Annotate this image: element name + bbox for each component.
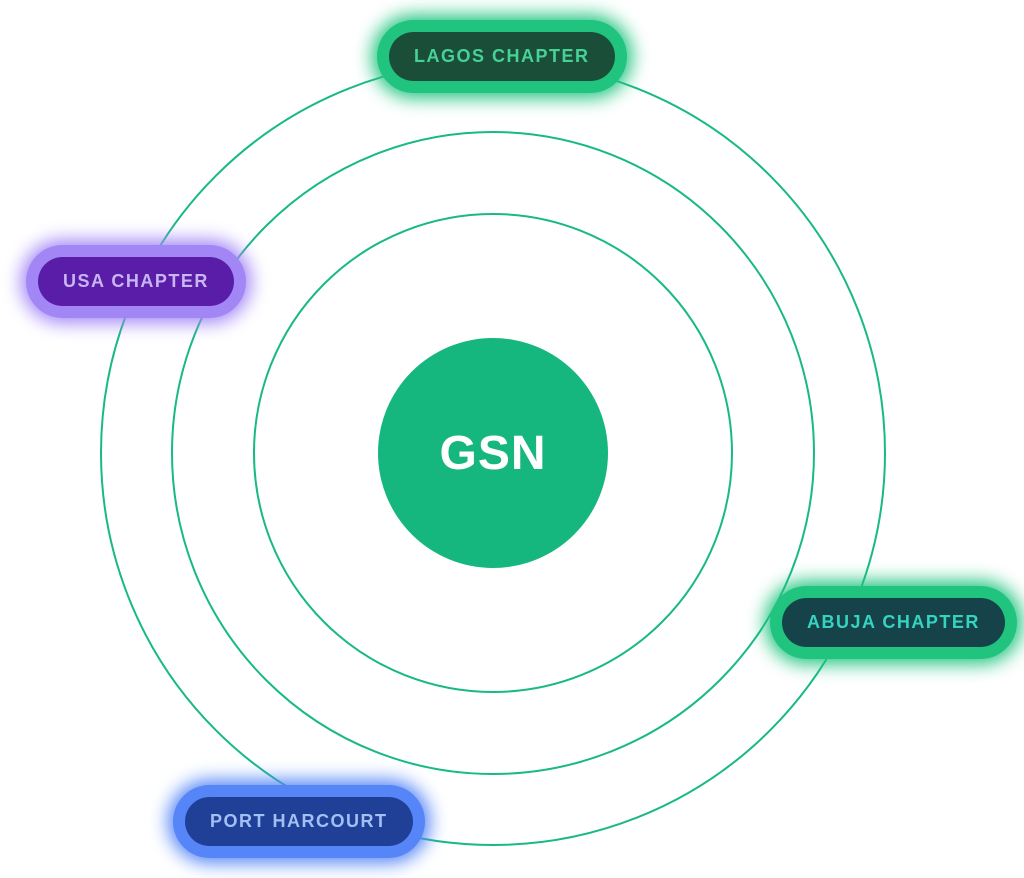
orbit-ring-inner bbox=[253, 213, 733, 693]
node-pill-body: USA CHAPTER bbox=[38, 257, 234, 306]
node-pill-body: LAGOS CHAPTER bbox=[389, 32, 615, 81]
node-usa-chapter[interactable]: USA CHAPTER bbox=[26, 245, 246, 318]
node-label: PORT HARCOURT bbox=[210, 811, 388, 831]
node-label: LAGOS CHAPTER bbox=[414, 46, 590, 66]
node-pill-body: ABUJA CHAPTER bbox=[782, 598, 1005, 647]
node-port-harcourt[interactable]: PORT HARCOURT bbox=[173, 785, 425, 858]
node-label: USA CHAPTER bbox=[63, 271, 209, 291]
node-pill-body: PORT HARCOURT bbox=[185, 797, 413, 846]
center-node-label: GSN bbox=[439, 426, 547, 480]
orbit-ring-middle bbox=[171, 131, 815, 775]
node-lagos-chapter[interactable]: LAGOS CHAPTER bbox=[377, 20, 627, 93]
node-abuja-chapter[interactable]: ABUJA CHAPTER bbox=[770, 586, 1017, 659]
center-node[interactable]: GSN bbox=[378, 338, 608, 568]
node-label: ABUJA CHAPTER bbox=[807, 612, 980, 632]
